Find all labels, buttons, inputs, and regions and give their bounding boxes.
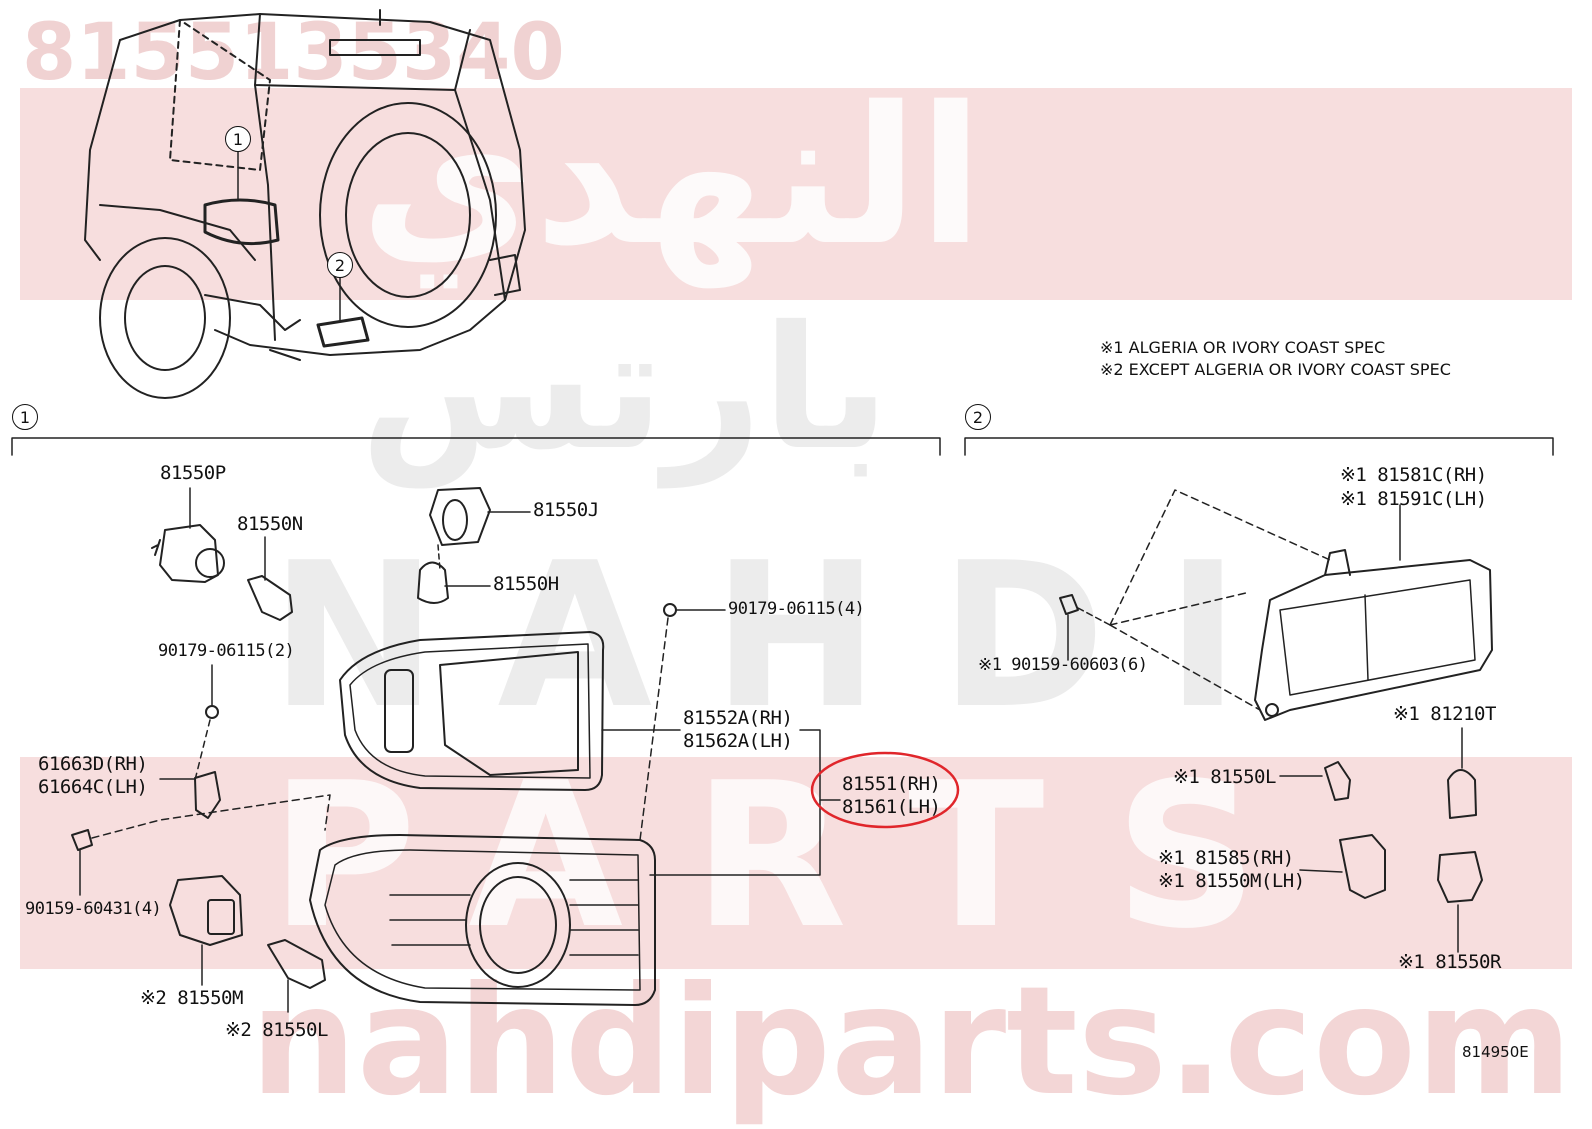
section-1-marker: 1	[12, 404, 38, 430]
part-81550P[interactable]: 81550P	[160, 462, 226, 484]
section1-art	[71, 487, 841, 1013]
part-81550L-spec2[interactable]: ※2 81550L	[225, 1019, 328, 1041]
section2-art	[1059, 489, 1493, 953]
section-2-marker: 2	[965, 404, 991, 430]
part-90179-06115-2[interactable]: 90179-06115(2)	[158, 641, 295, 661]
watermark-latin-brand: NAHDI	[270, 520, 1300, 753]
watermark-arabic-parts: بارتس	[360, 290, 890, 488]
vehicle-illustration	[84, 9, 526, 399]
highlight-ellipse	[810, 751, 960, 829]
part-90179-06115-4[interactable]: 90179-06115(4)	[728, 599, 865, 619]
part-81551-rh[interactable]: 81551(RH)	[842, 773, 941, 795]
part-81550N[interactable]: 81550N	[237, 513, 303, 535]
watermark-latin-parts: PARTS	[270, 740, 1329, 973]
watermark-band-bottom	[20, 757, 1572, 969]
part-61664C-lh[interactable]: 61664C(LH)	[38, 776, 148, 798]
part-81210T[interactable]: ※1 81210T	[1393, 703, 1496, 725]
part-81550M-spec2[interactable]: ※2 81550M	[140, 987, 243, 1009]
figure-code: 814950E	[1462, 1043, 1529, 1061]
part-81562A-lh[interactable]: 81562A(LH)	[683, 730, 793, 752]
part-81585-rh[interactable]: ※1 81585(RH)	[1158, 847, 1294, 869]
part-61663D-rh[interactable]: 61663D(RH)	[38, 753, 148, 775]
spec-note-2: ※2 EXCEPT ALGERIA OR IVORY COAST SPEC	[1100, 360, 1451, 379]
spec-note-1: ※1 ALGERIA OR IVORY COAST SPEC	[1100, 338, 1386, 357]
callout-2: 2	[327, 252, 353, 278]
part-90159-60431-4[interactable]: 90159-60431(4)	[25, 899, 162, 919]
line-art	[11, 9, 1554, 1013]
parts-diagram: 8155135340 النهدي بارتس NAHDI PARTS nahd…	[11, 8, 1572, 1129]
watermark-band-top	[20, 88, 1572, 300]
part-81550R[interactable]: ※1 81550R	[1398, 951, 1501, 973]
part-81550J[interactable]: 81550J	[533, 499, 599, 521]
part-81552A-rh[interactable]: 81552A(RH)	[683, 707, 793, 729]
part-90159-60603-6[interactable]: ※1 90159-60603(6)	[978, 655, 1148, 675]
part-81550H[interactable]: 81550H	[493, 573, 559, 595]
part-81591C-lh[interactable]: ※1 81591C(LH)	[1340, 488, 1487, 510]
part-81561-lh[interactable]: 81561(LH)	[842, 796, 941, 818]
watermark-top-code: 8155135340	[22, 8, 565, 98]
part-81550L-spec1[interactable]: ※1 81550L	[1173, 766, 1276, 788]
part-81581C-rh[interactable]: ※1 81581C(RH)	[1340, 464, 1487, 486]
part-81550M-lh[interactable]: ※1 81550M(LH)	[1158, 870, 1305, 892]
callout-1: 1	[225, 126, 251, 152]
